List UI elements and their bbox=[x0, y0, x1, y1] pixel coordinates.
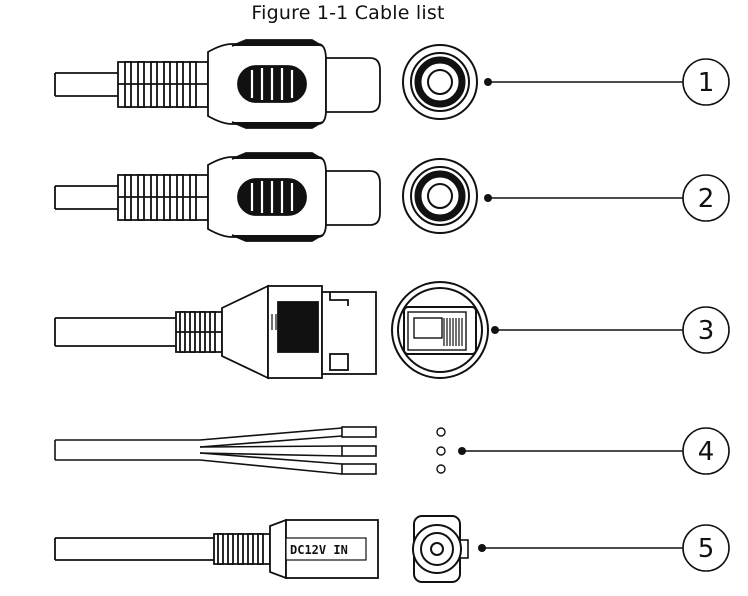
cable-5-dc-power-connector bbox=[54, 518, 379, 580]
callout-5-number: 5 bbox=[698, 534, 715, 564]
cable-4-bare-wires bbox=[54, 426, 377, 475]
callout-4 bbox=[458, 427, 730, 475]
callout-1-number: 1 bbox=[698, 68, 715, 98]
cable-5-end-view bbox=[412, 515, 469, 583]
callout-2 bbox=[484, 174, 730, 222]
rj45-pins bbox=[443, 318, 463, 346]
callout-4-number: 4 bbox=[698, 437, 715, 467]
figure-title: Figure 1-1 Cable list bbox=[251, 2, 445, 24]
cable-3-strain-relief-ribs bbox=[176, 311, 222, 353]
callout-2-number: 2 bbox=[698, 184, 715, 214]
cable-1-strain-relief-ribs bbox=[118, 61, 208, 108]
cable-4-end-view bbox=[436, 427, 446, 474]
callout-5 bbox=[478, 524, 730, 572]
cable-2-end-view bbox=[402, 158, 478, 234]
cable-3-rj45-connector bbox=[54, 284, 377, 380]
cable-1-rca-connector bbox=[54, 39, 381, 129]
dc-power-label: DC12V IN bbox=[290, 543, 348, 557]
cable-3-end-view bbox=[391, 281, 489, 379]
cable-1-end-view bbox=[402, 44, 478, 120]
cable-2-strain-relief-ribs bbox=[118, 174, 208, 221]
callout-1 bbox=[484, 58, 730, 106]
callout-3 bbox=[491, 306, 730, 354]
cable-2-rca-connector bbox=[54, 152, 381, 242]
callout-3-number: 3 bbox=[698, 316, 715, 346]
cable-5-strain-relief-ribs bbox=[217, 533, 264, 565]
